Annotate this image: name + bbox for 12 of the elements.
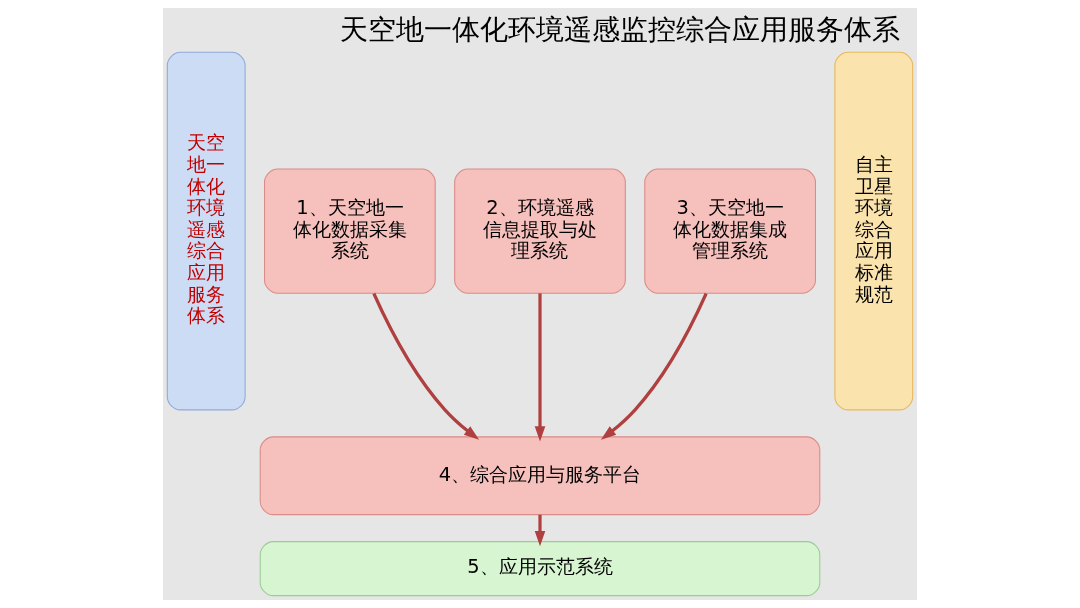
arrow bbox=[600, 292, 708, 440]
arrow bbox=[534, 514, 546, 547]
arrow bbox=[534, 293, 546, 442]
diagram-title: 天空地一体化环境遥感监控综合应用服务体系 bbox=[339, 13, 900, 47]
node-box: 天空地一体化环境遥感综合应用服务体系 bbox=[166, 51, 246, 411]
node-box: 自主卫星环境综合应用标准规范 bbox=[834, 51, 914, 411]
node-box: 4、综合应用与服务平台 bbox=[259, 436, 821, 516]
node-box: 1、天空地一体化数据采集系统 bbox=[264, 168, 436, 294]
node-box: 2、环境遥感信息提取与处理系统 bbox=[454, 168, 626, 294]
arrow bbox=[372, 292, 480, 440]
node-box: 5、应用示范系统 bbox=[259, 541, 821, 597]
node-box: 3、天空地一体化数据集成管理系统 bbox=[644, 168, 816, 294]
